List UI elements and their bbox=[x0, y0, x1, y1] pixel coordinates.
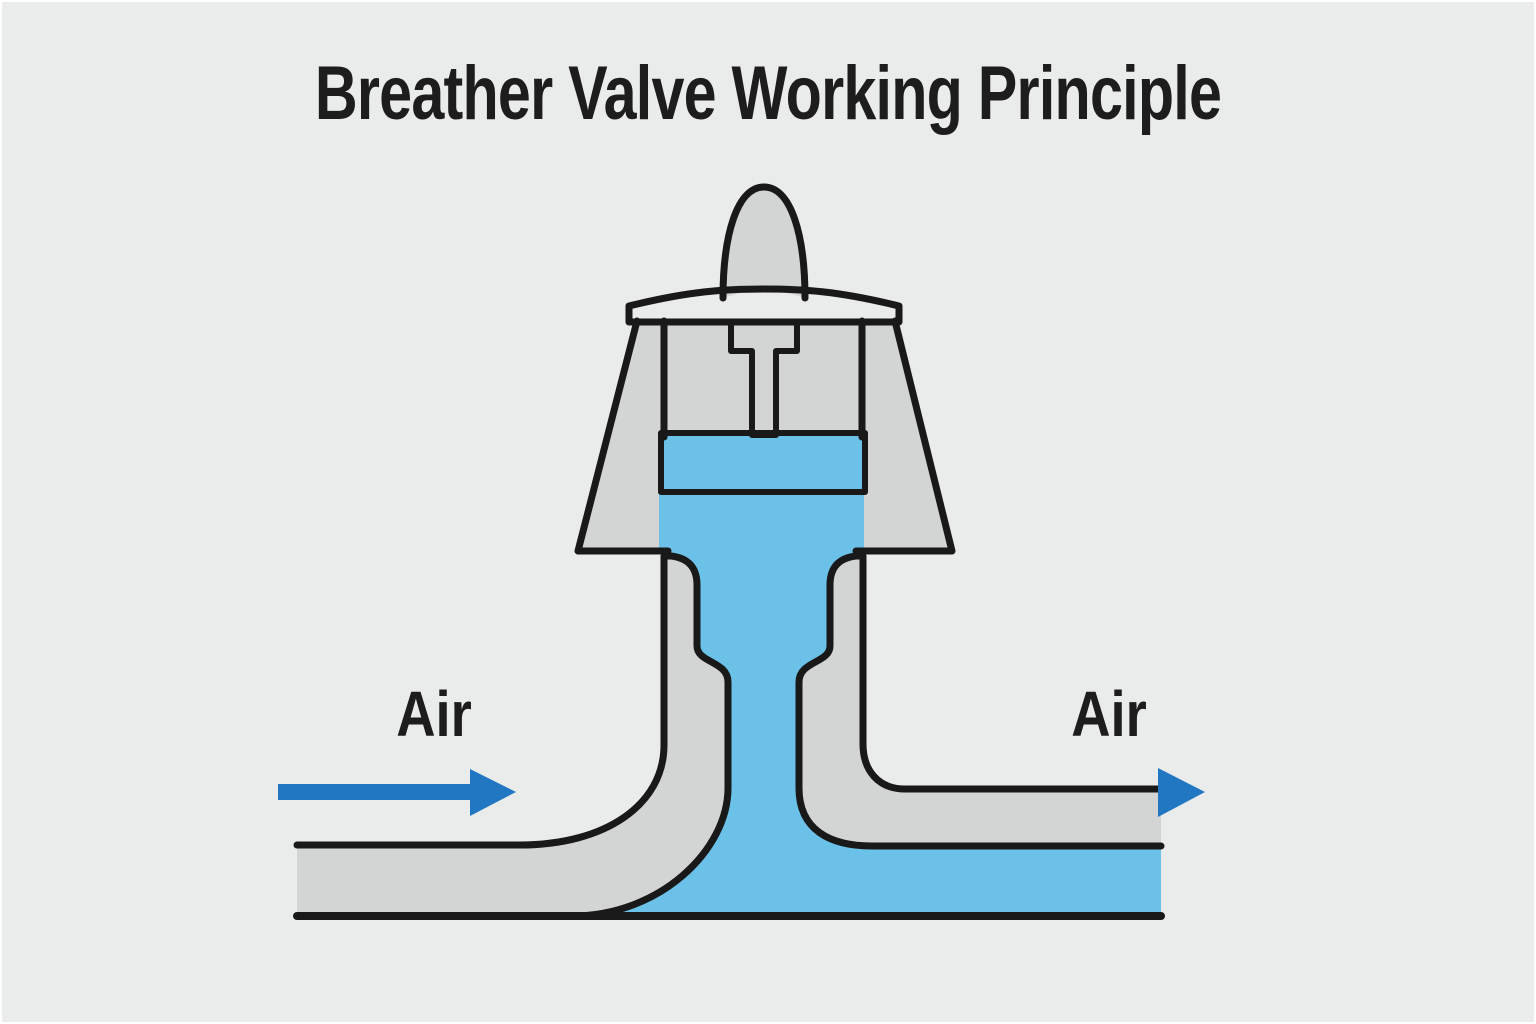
air-inlet-arrow-icon bbox=[278, 769, 516, 816]
valve-cap bbox=[625, 285, 903, 326]
liquid-column bbox=[572, 433, 1161, 915]
air-outlet-label: Air bbox=[1071, 678, 1147, 750]
air-inlet-label: Air bbox=[396, 678, 472, 750]
valve-knob bbox=[723, 187, 805, 298]
inlet-pipe-outline bbox=[293, 552, 732, 920]
valve-body-outline bbox=[574, 317, 956, 555]
inlet-pipe-fill bbox=[297, 556, 728, 916]
air-outlet-arrow-icon bbox=[1158, 768, 1205, 817]
outlet-pipe-outline bbox=[795, 552, 1165, 850]
valve-stem bbox=[728, 319, 800, 438]
outlet-pipe-fill bbox=[799, 556, 1161, 846]
valve-knob-outline bbox=[719, 183, 809, 302]
page-title: Breather Valve Working Principle bbox=[314, 51, 1222, 136]
